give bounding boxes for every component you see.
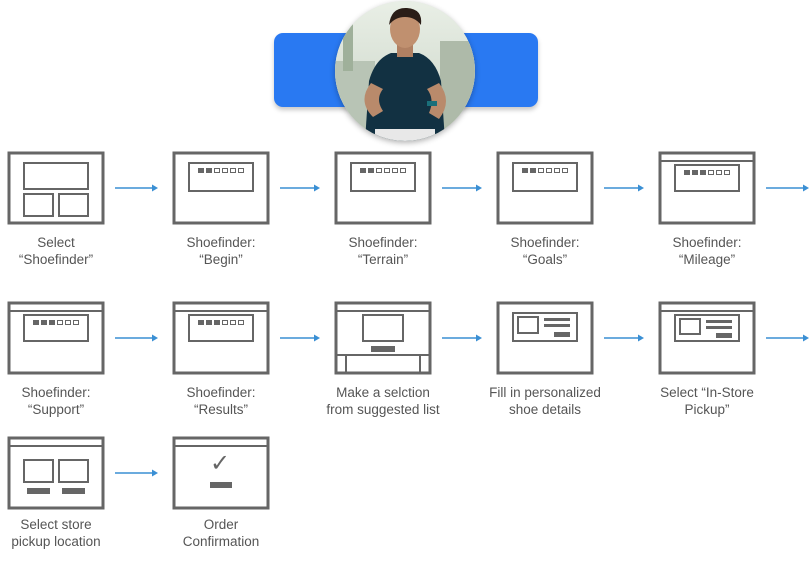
right-arrow-icon bbox=[766, 334, 809, 342]
runner-photo bbox=[335, 1, 475, 141]
caption-line-1: Shoefinder: bbox=[510, 235, 580, 250]
caption-line-2: Confirmation bbox=[182, 534, 260, 549]
caption-line-1: Shoefinder: bbox=[186, 235, 256, 250]
step-caption: Select store pickup location bbox=[0, 516, 131, 550]
flow-step-3 bbox=[334, 151, 432, 225]
caption-line-2: “Goals” bbox=[522, 252, 568, 267]
flow-step-4 bbox=[496, 151, 594, 225]
step-caption: Make a selction from suggested list bbox=[308, 384, 458, 418]
caption-line-2: from suggested list bbox=[326, 402, 440, 417]
flow-step-11 bbox=[7, 436, 105, 510]
wireframe-product-details bbox=[496, 301, 594, 375]
caption-line-1: Make a selction bbox=[336, 385, 430, 400]
right-arrow-icon bbox=[442, 184, 482, 192]
caption-line-1: Shoefinder: bbox=[672, 235, 742, 250]
wireframe-progress-window-header bbox=[7, 301, 105, 375]
caption-line-2: “Results” bbox=[193, 402, 248, 417]
right-arrow-icon bbox=[115, 334, 158, 342]
right-arrow-icon bbox=[280, 334, 320, 342]
caption-line-1: Select store bbox=[20, 517, 92, 532]
step-caption: Select “Shoefinder” bbox=[0, 234, 131, 268]
wireframe-product-list bbox=[334, 301, 432, 375]
wireframe-progress-window bbox=[496, 151, 594, 225]
caption-line-2: “Begin” bbox=[199, 252, 243, 267]
caption-line-1: Shoefinder: bbox=[186, 385, 256, 400]
step-caption: Shoefinder: “Begin” bbox=[146, 234, 296, 268]
flow-step-12 bbox=[172, 436, 270, 510]
step-caption: Shoefinder: “Terrain” bbox=[308, 234, 458, 268]
caption-line-2: Pickup” bbox=[684, 402, 730, 417]
caption-line-2: “Terrain” bbox=[357, 252, 409, 267]
flow-step-6 bbox=[7, 301, 105, 375]
step-caption: Shoefinder: “Support” bbox=[0, 384, 131, 418]
caption-line-2: “Mileage” bbox=[678, 252, 736, 267]
step-caption: Fill in personalized shoe details bbox=[470, 384, 620, 418]
flow-step-5 bbox=[658, 151, 756, 225]
wireframe-progress-window-header bbox=[172, 301, 270, 375]
flow-step-10 bbox=[658, 301, 756, 375]
flow-step-2 bbox=[172, 151, 270, 225]
caption-line-1: Order bbox=[203, 517, 239, 532]
caption-line-1: Select bbox=[37, 235, 75, 250]
right-arrow-icon bbox=[280, 184, 320, 192]
flow-step-8 bbox=[334, 301, 432, 375]
wireframe-home bbox=[7, 151, 105, 225]
caption-line-2: pickup location bbox=[11, 534, 101, 549]
step-caption: Shoefinder: “Results” bbox=[146, 384, 296, 418]
right-arrow-icon bbox=[115, 469, 158, 477]
wireframe-progress-window-header bbox=[658, 151, 756, 225]
right-arrow-icon bbox=[766, 184, 809, 192]
step-caption: Shoefinder: “Mileage” bbox=[632, 234, 782, 268]
caption-line-1: Shoefinder: bbox=[348, 235, 418, 250]
caption-line-1: Fill in personalized bbox=[489, 385, 601, 400]
right-arrow-icon bbox=[604, 334, 644, 342]
caption-line-1: Shoefinder: bbox=[21, 385, 91, 400]
wireframe-store-pickup bbox=[7, 436, 105, 510]
right-arrow-icon bbox=[604, 184, 644, 192]
wireframe-confirmation bbox=[172, 436, 270, 510]
right-arrow-icon bbox=[442, 334, 482, 342]
right-arrow-icon bbox=[115, 184, 158, 192]
wireframe-progress-window bbox=[334, 151, 432, 225]
caption-line-2: “Support” bbox=[27, 402, 85, 417]
caption-line-2: shoe details bbox=[508, 402, 582, 417]
wireframe-product-details-header bbox=[658, 301, 756, 375]
caption-line-1: Select “In-Store bbox=[660, 385, 754, 400]
flow-step-7 bbox=[172, 301, 270, 375]
flow-step-9 bbox=[496, 301, 594, 375]
caption-line-2: “Shoefinder” bbox=[18, 252, 94, 267]
flow-step-1 bbox=[7, 151, 105, 225]
check-icon: ✓ bbox=[210, 449, 231, 477]
wireframe-progress-window bbox=[172, 151, 270, 225]
step-caption: Shoefinder: “Goals” bbox=[470, 234, 620, 268]
